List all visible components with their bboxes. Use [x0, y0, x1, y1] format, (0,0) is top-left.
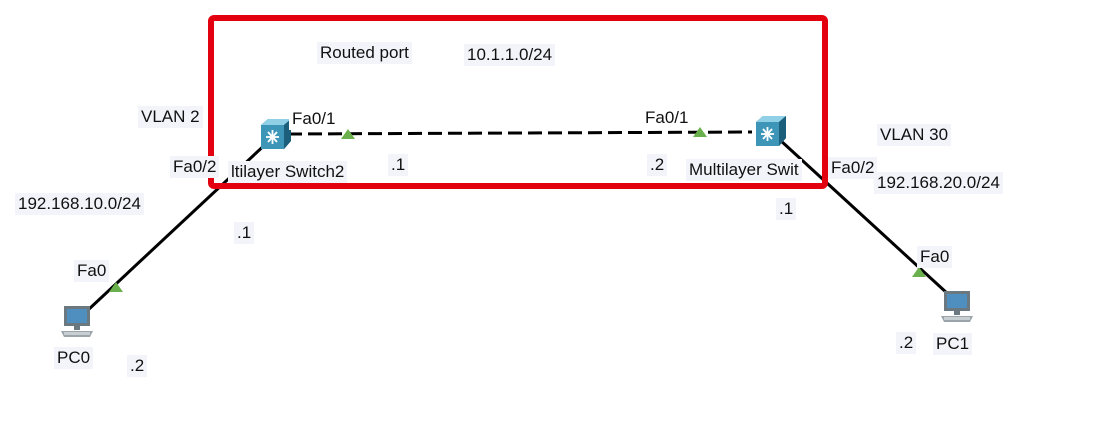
switch2-name-label[interactable]: ltilayer Switch2 [228, 161, 348, 183]
pc0-host-label: .2 [127, 355, 148, 377]
left-vlan-label: VLAN 2 [138, 106, 203, 128]
port-up-indicator-sw1-fa01 [693, 127, 707, 137]
switch2-routed-host-label: .1 [388, 154, 409, 176]
switch1-lan-host-label: .1 [776, 198, 797, 220]
multilayer-switch-icon[interactable] [258, 117, 292, 151]
pc-icon[interactable] [938, 289, 976, 325]
link-switch2-switch1 [287, 130, 753, 136]
routed-link-highlight-box [208, 15, 828, 189]
port-up-indicator-pc0 [109, 282, 123, 292]
sw1-fa01-port-label: Fa0/1 [642, 107, 692, 129]
port-up-indicator-sw2-fa01 [341, 129, 355, 139]
link-switch1-pc1 [778, 138, 962, 307]
pc-icon[interactable] [58, 304, 96, 340]
switch1-name-label[interactable]: Multilayer Swit [686, 159, 802, 181]
right-vlan-label: VLAN 30 [877, 124, 952, 146]
sw2-fa02-port-label: Fa0/2 [170, 156, 220, 178]
routed-port-label: Routed port [317, 42, 412, 64]
switch1-routed-host-label: .2 [647, 154, 668, 176]
sw1-fa02-port-label: Fa0/2 [828, 157, 878, 179]
right-subnet-label: 192.168.20.0/24 [874, 172, 1003, 194]
pc1-name-label[interactable]: PC1 [933, 333, 973, 355]
pc1-host-label: .2 [896, 332, 917, 354]
pc0-name-label[interactable]: PC0 [54, 347, 94, 369]
pc0-fa0-port-label: Fa0 [74, 260, 110, 282]
left-subnet-label: 192.168.10.0/24 [15, 193, 144, 215]
switch2-lan-host-label: .1 [234, 222, 255, 244]
multilayer-switch-icon[interactable] [752, 114, 788, 148]
pc1-fa0-port-label: Fa0 [917, 246, 953, 268]
port-up-indicator-pc1 [912, 267, 926, 277]
sw2-fa01-port-label: Fa0/1 [289, 108, 339, 130]
routed-subnet-label: 10.1.1.0/24 [464, 44, 556, 66]
